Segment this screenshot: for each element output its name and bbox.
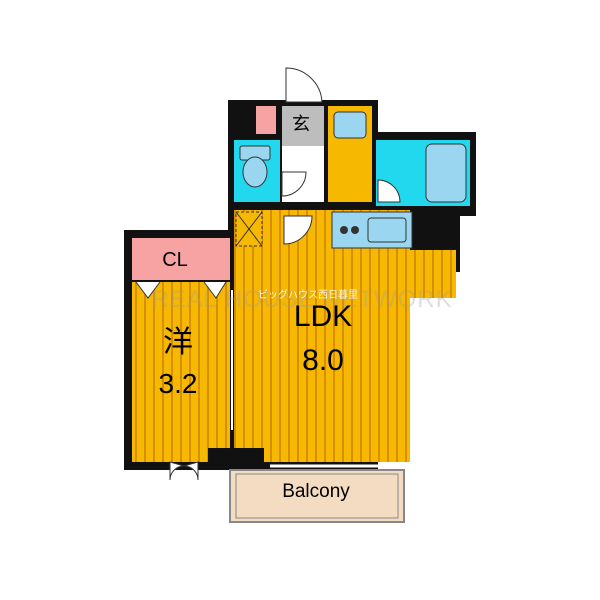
entrance-door — [285, 67, 323, 103]
ldk-floor — [234, 210, 456, 462]
bathtub-icon — [425, 143, 467, 203]
ldk-door — [283, 215, 313, 245]
entrance — [282, 106, 324, 146]
stove-burner-icon — [351, 226, 359, 234]
stove-burner-icon — [340, 226, 348, 234]
bathroom-door — [377, 179, 401, 203]
entrance-label: 玄 — [292, 114, 310, 135]
watermark-text: REAL HOUSE NETWORK — [151, 286, 453, 313]
sink-icon — [367, 217, 407, 243]
refrigerator-space — [414, 212, 444, 248]
ldk-label: LDK — [293, 300, 353, 333]
closet — [132, 238, 230, 280]
shoe-storage — [256, 106, 276, 134]
toilet-bowl-icon — [242, 156, 268, 188]
closet-door-left — [135, 281, 161, 299]
washbasin-icon — [333, 111, 367, 139]
balcony-label: Balcony — [282, 481, 350, 502]
western-room-label: 洋 — [163, 325, 193, 360]
balcony-inner-edge — [235, 473, 399, 519]
wall-pillar — [208, 448, 264, 470]
closet-door-right — [203, 281, 227, 299]
western-room-area-label: 3.2 — [158, 368, 198, 399]
closet-label: CL — [162, 249, 188, 271]
toilet-door — [281, 171, 307, 197]
watermark-small-text: ビッグハウス西日暮里 — [258, 290, 358, 301]
hall-storage-x — [235, 211, 263, 247]
western-room-floor — [132, 282, 230, 462]
ldk-area-label: 8.0 — [302, 344, 344, 377]
balcony — [229, 469, 405, 523]
western-room-window-door — [183, 461, 199, 481]
